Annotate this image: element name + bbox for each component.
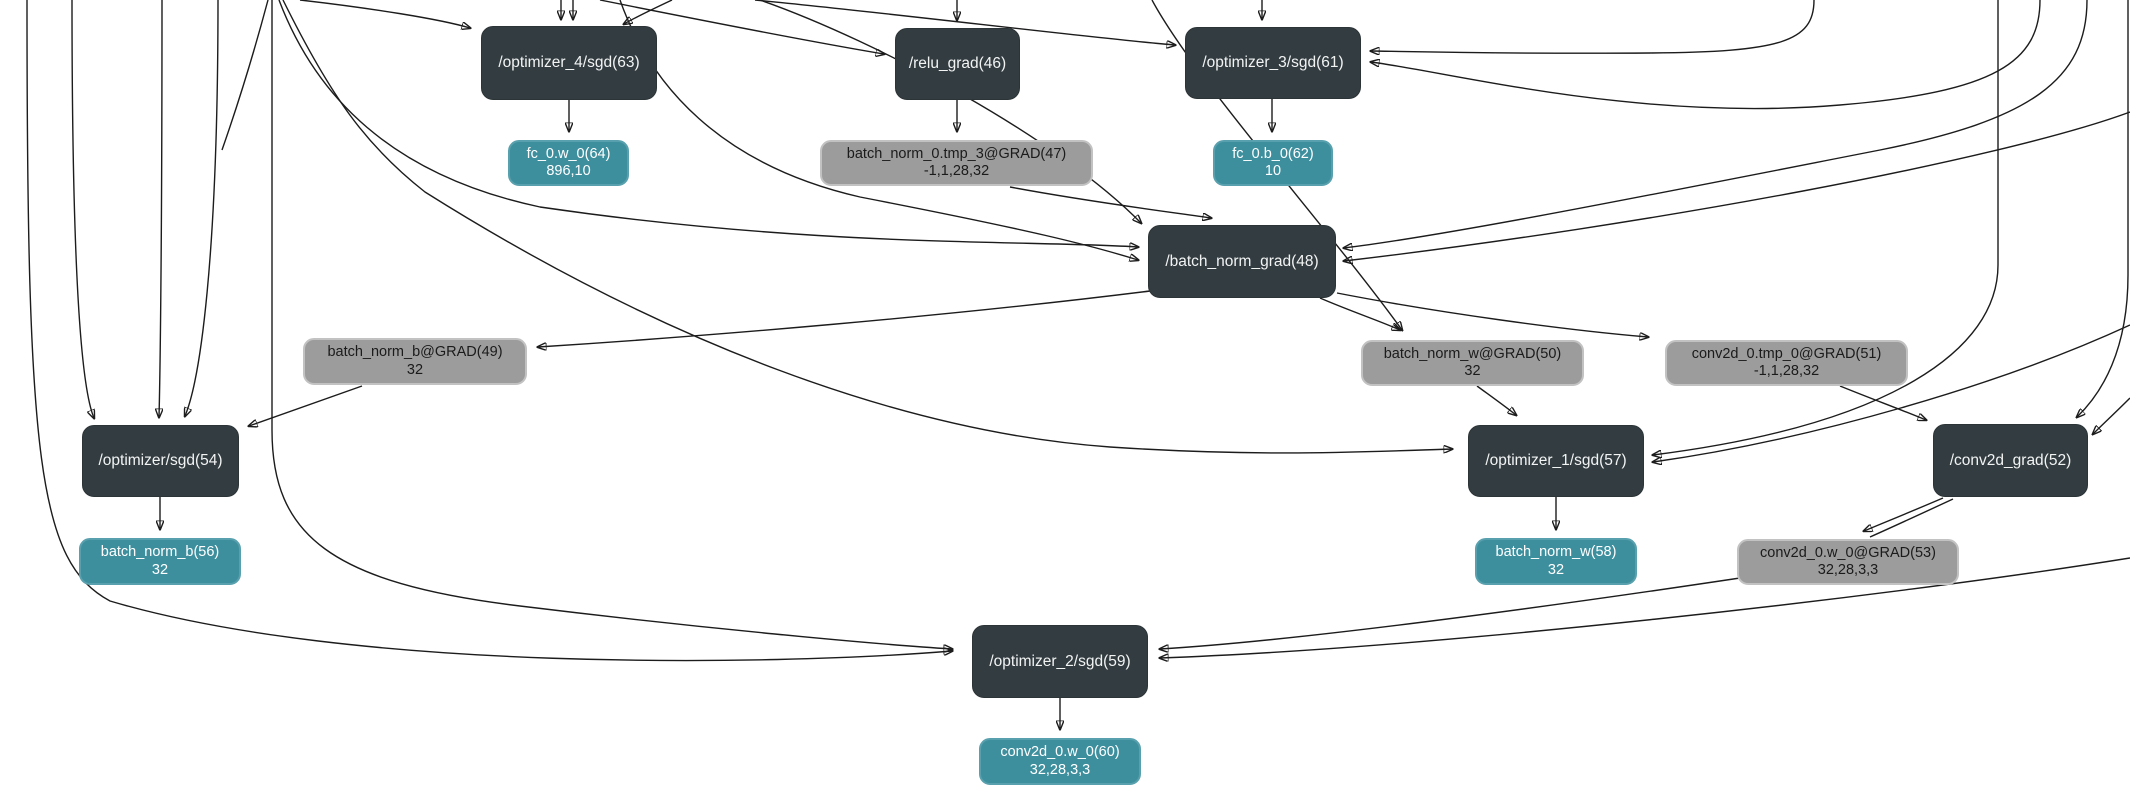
node-label: /optimizer_1/sgd(57) xyxy=(1485,452,1627,469)
node-batch-norm-w-grad[interactable]: batch_norm_w@GRAD(50) 32 xyxy=(1361,340,1584,386)
node-shape: -1,1,28,32 xyxy=(1753,363,1820,379)
node-conv2d-0-w-0[interactable]: conv2d_0.w_0(60) 32,28,3,3 xyxy=(979,738,1141,785)
node-optimizer-2-sgd[interactable]: /optimizer_2/sgd(59) xyxy=(972,625,1148,698)
node-label: /relu_grad(46) xyxy=(908,55,1007,72)
node-shape: 896,10 xyxy=(546,163,591,179)
node-shape: -1,1,28,32 xyxy=(923,163,990,179)
node-shape: 32,28,3,3 xyxy=(1817,562,1879,578)
node-label: conv2d_0.w_0@GRAD(53) xyxy=(1760,544,1936,561)
node-conv2d-0-w-0-grad[interactable]: conv2d_0.w_0@GRAD(53) 32,28,3,3 xyxy=(1737,539,1959,585)
node-label: batch_norm_w@GRAD(50) xyxy=(1383,345,1562,362)
node-shape: 32 xyxy=(1547,561,1565,578)
node-label: conv2d_0.tmp_0@GRAD(51) xyxy=(1691,345,1882,362)
node-label: /conv2d_grad(52) xyxy=(1949,451,2072,469)
node-label: batch_norm_0.tmp_3@GRAD(47) xyxy=(846,145,1067,162)
node-label: /optimizer_4/sgd(63) xyxy=(498,54,640,71)
node-label: /batch_norm_grad(48) xyxy=(1165,252,1319,270)
node-label: conv2d_0.w_0(60) xyxy=(1000,744,1120,761)
node-batch-norm-b[interactable]: batch_norm_b(56) 32 xyxy=(79,538,241,585)
node-shape: 32 xyxy=(406,361,424,378)
node-fc-0-b-0[interactable]: fc_0.b_0(62) 10 xyxy=(1213,140,1333,186)
node-label: fc_0.w_0(64) xyxy=(526,145,611,162)
node-label: batch_norm_b@GRAD(49) xyxy=(327,344,503,361)
node-label: /optimizer_3/sgd(61) xyxy=(1202,54,1344,71)
node-optimizer-1-sgd[interactable]: /optimizer_1/sgd(57) xyxy=(1468,425,1644,497)
node-shape: 10 xyxy=(1264,163,1282,179)
node-label: batch_norm_w(58) xyxy=(1495,544,1617,561)
node-conv2d-grad[interactable]: /conv2d_grad(52) xyxy=(1933,424,2088,497)
node-optimizer-3-sgd[interactable]: /optimizer_3/sgd(61) xyxy=(1185,27,1361,99)
node-shape: 32 xyxy=(1464,363,1481,379)
node-relu-grad[interactable]: /relu_grad(46) xyxy=(895,28,1020,100)
node-shape: 32 xyxy=(151,561,169,578)
node-batch-norm-b-grad[interactable]: batch_norm_b@GRAD(49) 32 xyxy=(303,338,527,385)
node-label: /optimizer/sgd(54) xyxy=(98,452,223,469)
node-batch-norm-grad[interactable]: /batch_norm_grad(48) xyxy=(1148,225,1336,298)
node-label: batch_norm_b(56) xyxy=(100,544,220,561)
node-batch-norm-w[interactable]: batch_norm_w(58) 32 xyxy=(1475,538,1637,585)
node-conv2d-0-tmp-0-grad[interactable]: conv2d_0.tmp_0@GRAD(51) -1,1,28,32 xyxy=(1665,340,1908,386)
node-label: fc_0.b_0(62) xyxy=(1232,145,1314,162)
node-optimizer-4-sgd[interactable]: /optimizer_4/sgd(63) xyxy=(481,26,657,100)
node-shape: 32,28,3,3 xyxy=(1029,761,1091,778)
node-optimizer-sgd[interactable]: /optimizer/sgd(54) xyxy=(82,425,239,497)
node-label: /optimizer_2/sgd(59) xyxy=(989,652,1131,670)
node-batch-norm-0-tmp-3-grad[interactable]: batch_norm_0.tmp_3@GRAD(47) -1,1,28,32 xyxy=(820,140,1093,186)
node-fc-0-w-0[interactable]: fc_0.w_0(64) 896,10 xyxy=(508,140,629,186)
